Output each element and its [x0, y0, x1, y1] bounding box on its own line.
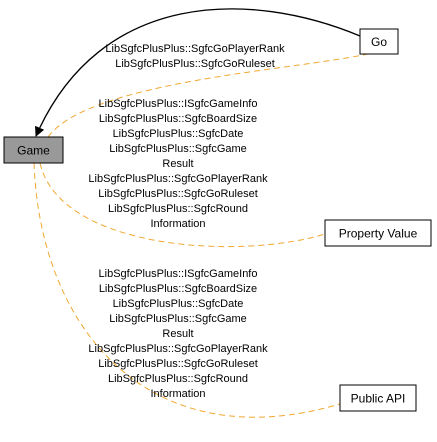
edge-game-to-go-dashed	[47, 52, 373, 138]
edge-label-line: Result	[162, 328, 193, 340]
edge-label-game-to-public-api: LibSgfcPlusPlus::ISgfcGameInfo LibSgfcPl…	[88, 268, 268, 400]
edge-label-line: LibSgfcPlusPlus::SgfcRound	[108, 373, 248, 385]
edge-label-line: LibSgfcPlusPlus::SgfcGoPlayerRank	[88, 343, 268, 355]
node-go[interactable]: Go	[359, 28, 399, 55]
edge-label-line: LibSgfcPlusPlus::SgfcDate	[113, 128, 244, 140]
edge-label-line: Information	[150, 218, 205, 230]
edge-game-to-property-value	[39, 162, 326, 248]
node-go-label: Go	[371, 35, 387, 49]
edge-label-line: LibSgfcPlusPlus::ISgfcGameInfo	[99, 98, 258, 110]
edge-label-line: LibSgfcPlusPlus::ISgfcGameInfo	[99, 268, 258, 280]
edge-label-line: LibSgfcPlusPlus::SgfcGame	[109, 143, 247, 155]
node-public-api-label: Public API	[351, 392, 406, 406]
node-property-value[interactable]: Property Value	[324, 219, 432, 247]
edge-go-to-game	[35, 8, 361, 137]
edge-label-go-to-game: LibSgfcPlusPlus::SgfcGoPlayerRank LibSgf…	[105, 43, 285, 70]
edge-label-line: LibSgfcPlusPlus::SgfcBoardSize	[99, 113, 257, 125]
edge-label-line: LibSgfcPlusPlus::SgfcGoPlayerRank	[105, 43, 285, 55]
edge-label-line: LibSgfcPlusPlus::SgfcBoardSize	[99, 283, 257, 295]
edge-label-line: LibSgfcPlusPlus::SgfcRound	[108, 203, 248, 215]
node-public-api[interactable]: Public API	[339, 384, 417, 412]
edge-label-line: LibSgfcPlusPlus::SgfcGoRuleset	[115, 58, 275, 70]
edge-label-line: LibSgfcPlusPlus::SgfcGoRuleset	[98, 188, 258, 200]
node-property-value-label: Property Value	[339, 227, 418, 241]
edge-label-line: Result	[162, 158, 193, 170]
edge-label-line: Information	[150, 388, 205, 400]
edge-label-game-to-property-value: LibSgfcPlusPlus::ISgfcGameInfo LibSgfcPl…	[88, 98, 268, 230]
node-game[interactable]: Game	[3, 136, 64, 164]
node-game-label: Game	[17, 144, 50, 158]
edge-label-line: LibSgfcPlusPlus::SgfcGame	[109, 313, 247, 325]
edge-label-line: LibSgfcPlusPlus::SgfcGoRuleset	[98, 358, 258, 370]
edge-label-line: LibSgfcPlusPlus::SgfcDate	[113, 298, 244, 310]
edge-label-line: LibSgfcPlusPlus::SgfcGoPlayerRank	[88, 173, 268, 185]
